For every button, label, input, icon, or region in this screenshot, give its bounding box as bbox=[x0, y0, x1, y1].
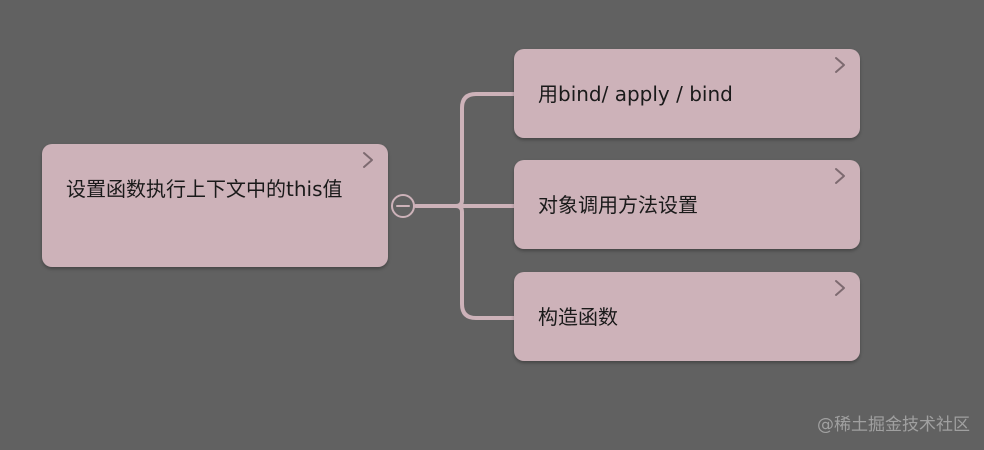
connector-to-child-3 bbox=[454, 204, 516, 320]
watermark: @稀土掘金技术社区 bbox=[817, 415, 970, 435]
root-node[interactable]: 设置函数执行上下文中的this值 bbox=[42, 144, 388, 267]
child-node-label: 用bind/ apply / bind bbox=[538, 82, 733, 106]
child-node-2[interactable]: 对象调用方法设置 bbox=[514, 160, 860, 249]
chevron-right-icon[interactable] bbox=[832, 55, 848, 75]
collapse-minus-icon[interactable] bbox=[390, 193, 416, 219]
connector-to-child-1 bbox=[454, 92, 516, 208]
child-node-label: 构造函数 bbox=[538, 305, 618, 329]
child-node-3[interactable]: 构造函数 bbox=[514, 272, 860, 361]
child-node-1[interactable]: 用bind/ apply / bind bbox=[514, 49, 860, 138]
root-node-label: 设置函数执行上下文中的this值 bbox=[66, 177, 343, 201]
chevron-right-icon[interactable] bbox=[832, 278, 848, 298]
child-node-label: 对象调用方法设置 bbox=[538, 193, 698, 217]
chevron-right-icon[interactable] bbox=[360, 150, 376, 170]
chevron-right-icon[interactable] bbox=[832, 166, 848, 186]
